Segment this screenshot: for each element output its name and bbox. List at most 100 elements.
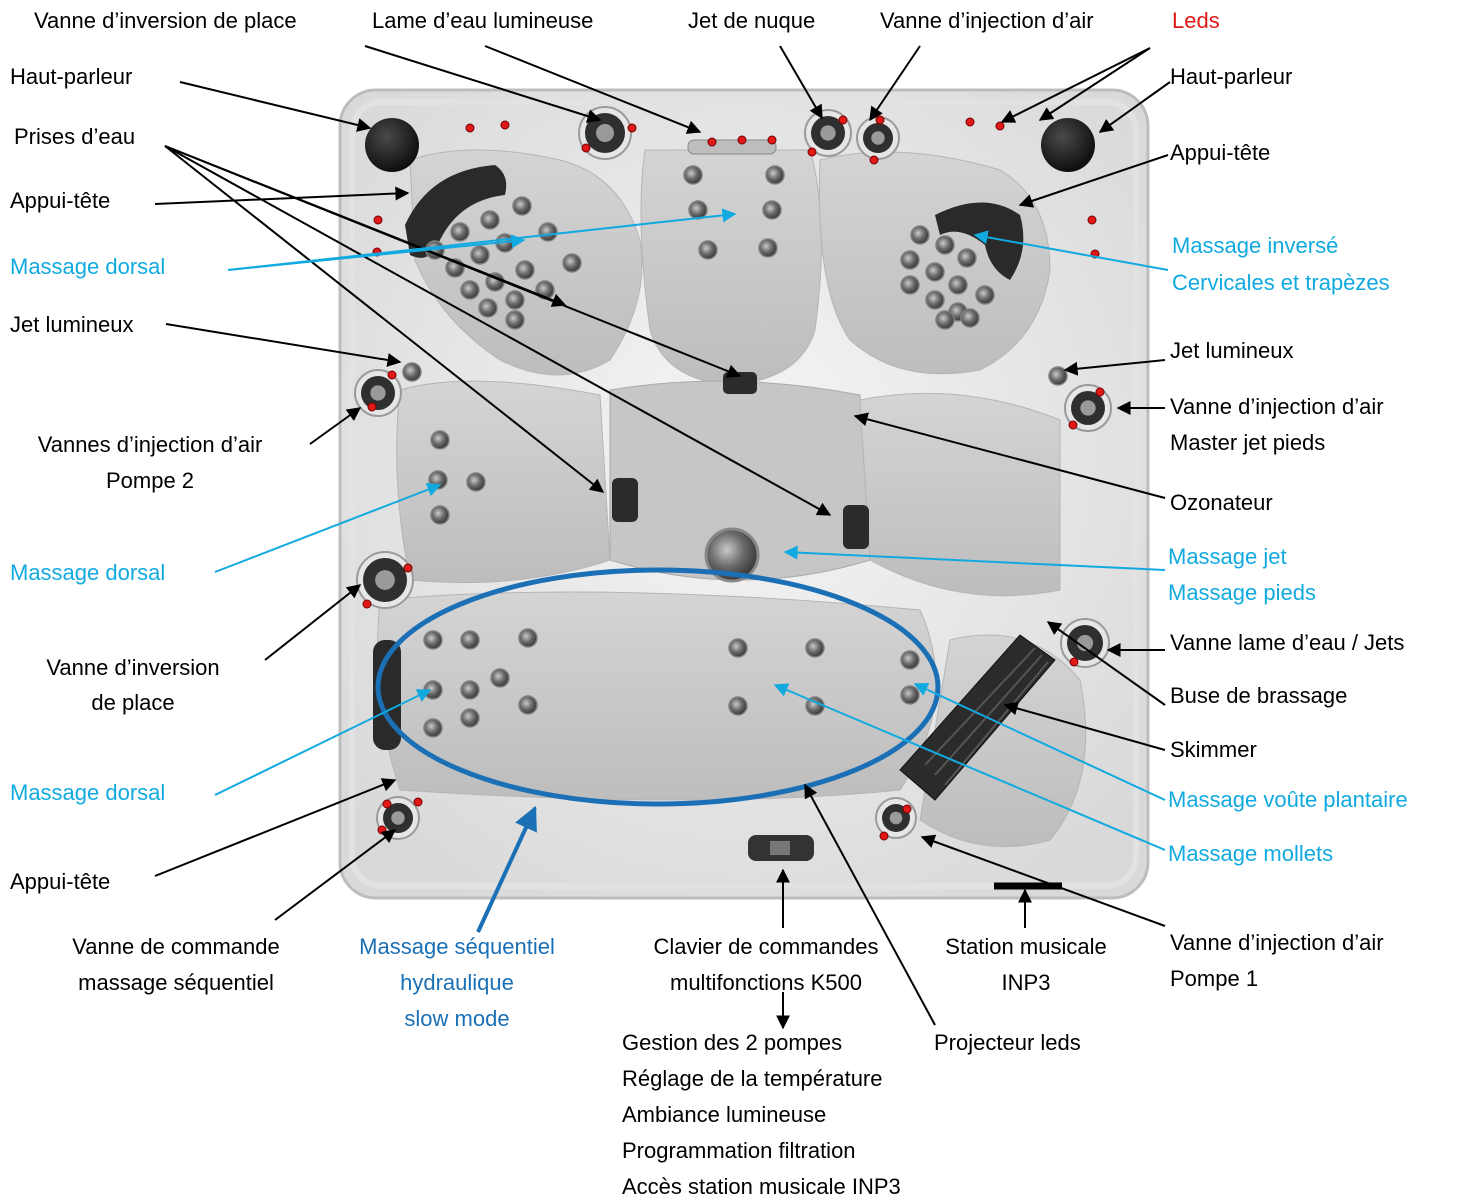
massage-jet <box>766 166 784 184</box>
led-dot <box>628 124 636 132</box>
label-massage-pieds: Massage pieds <box>1168 580 1316 606</box>
massage-jet <box>516 261 534 279</box>
massage-jet <box>519 696 537 714</box>
label-vanne-commande-1: Vanne de commande <box>72 934 280 960</box>
massage-jet <box>563 254 581 272</box>
massage-jet <box>461 281 479 299</box>
label-massage-sequentiel-2: hydraulique <box>400 970 514 996</box>
led-dot <box>738 136 746 144</box>
massage-jet <box>976 286 994 304</box>
led-dot <box>768 136 776 144</box>
label-lame-eau-lumineuse: Lame d’eau lumineuse <box>372 8 593 34</box>
water-intake-left <box>612 478 638 522</box>
massage-jet <box>519 629 537 647</box>
led-dot <box>363 600 371 608</box>
massage-jet <box>461 709 479 727</box>
massage-jet <box>901 251 919 269</box>
led-dot <box>996 122 1004 130</box>
massage-jet <box>471 246 489 264</box>
label-massage-sequentiel-1: Massage séquentiel <box>359 934 555 960</box>
massage-jet <box>936 236 954 254</box>
label-appui-tete-right: Appui-tête <box>1170 140 1270 166</box>
label-jet-lumineux-left: Jet lumineux <box>10 312 134 338</box>
led-dot <box>876 116 884 124</box>
led-dot <box>414 798 422 806</box>
keypad-screen <box>770 841 790 855</box>
label-massage-dorsal-1: Massage dorsal <box>10 254 165 280</box>
massage-jet <box>451 223 469 241</box>
label-station-musicale-2: INP3 <box>1002 970 1051 996</box>
massage-jet <box>689 201 707 219</box>
led-dot <box>383 800 391 808</box>
led-dot <box>378 826 386 834</box>
led-dot <box>903 805 911 813</box>
led-dot <box>374 216 382 224</box>
label-massage-dorsal-3: Massage dorsal <box>10 780 165 806</box>
massage-jet <box>461 631 479 649</box>
label-massage-sequentiel-3: slow mode <box>404 1006 509 1032</box>
label-massage-inverse-1: Massage inversé <box>1172 233 1338 259</box>
label-haut-parleur-right: Haut-parleur <box>1170 64 1292 90</box>
massage-jet <box>936 311 954 329</box>
massage-jet <box>926 291 944 309</box>
label-haut-parleur-left: Haut-parleur <box>10 64 132 90</box>
label-clavier-1: Clavier de commandes <box>654 934 879 960</box>
massage-jet <box>901 276 919 294</box>
label-station-musicale-1: Station musicale <box>945 934 1106 960</box>
led-dot <box>870 156 878 164</box>
massage-jet <box>479 299 497 317</box>
valve-center <box>375 570 395 590</box>
label-projecteur-leds: Projecteur leds <box>934 1030 1081 1056</box>
massage-jet <box>729 639 747 657</box>
speaker-left <box>365 118 419 172</box>
valve-center <box>890 812 903 825</box>
led-dot <box>708 138 716 146</box>
massage-jet <box>961 309 979 327</box>
massage-jet <box>926 263 944 281</box>
label-leds: Leds <box>1172 8 1220 34</box>
water-intake-right <box>843 505 869 549</box>
massage-jet <box>763 201 781 219</box>
label-jet-nuque: Jet de nuque <box>688 8 815 34</box>
valve-center <box>596 124 614 142</box>
label-massage-voute-plantaire: Massage voûte plantaire <box>1168 787 1408 813</box>
label-vanne-inversion-left-1: Vanne d’inversion <box>46 655 219 681</box>
massage-jet <box>958 249 976 267</box>
keypad-function-item: Accès station musicale INP3 <box>622 1174 901 1200</box>
led-dot <box>368 403 376 411</box>
massage-jet <box>431 431 449 449</box>
massage-jet <box>424 681 442 699</box>
led-dot <box>1096 388 1104 396</box>
leader-arrow <box>180 82 370 128</box>
massage-jet <box>1049 367 1067 385</box>
label-vanne-injection-p1-1: Vanne d’injection d’air <box>1170 930 1384 956</box>
massage-jet <box>461 681 479 699</box>
label-appui-tete-left: Appui-tête <box>10 188 110 214</box>
keypad-function-item: Programmation filtration <box>622 1138 901 1164</box>
label-buse-brassage: Buse de brassage <box>1170 683 1347 709</box>
massage-jet <box>806 639 824 657</box>
label-vannes-injection-p2-2: Pompe 2 <box>106 468 194 494</box>
massage-jet <box>684 166 702 184</box>
massage-jet <box>949 276 967 294</box>
right-seat <box>860 393 1060 595</box>
led-dot <box>1069 421 1077 429</box>
led-dot <box>1088 216 1096 224</box>
massage-jet <box>901 686 919 704</box>
valve-center <box>820 125 835 140</box>
massage-jet <box>431 506 449 524</box>
label-skimmer: Skimmer <box>1170 737 1257 763</box>
massage-jet <box>513 197 531 215</box>
led-dot <box>880 832 888 840</box>
label-prises-eau: Prises d’eau <box>14 124 135 150</box>
keypad-function-list: Gestion des 2 pompes Réglage de la tempé… <box>622 1030 901 1200</box>
massage-jet <box>539 223 557 241</box>
led-dot <box>582 144 590 152</box>
led-dot <box>501 121 509 129</box>
massage-jet <box>506 311 524 329</box>
massage-jet <box>481 211 499 229</box>
upper-center-seat <box>641 150 821 385</box>
valve-center <box>391 811 405 825</box>
label-vanne-commande-2: massage séquentiel <box>78 970 274 996</box>
